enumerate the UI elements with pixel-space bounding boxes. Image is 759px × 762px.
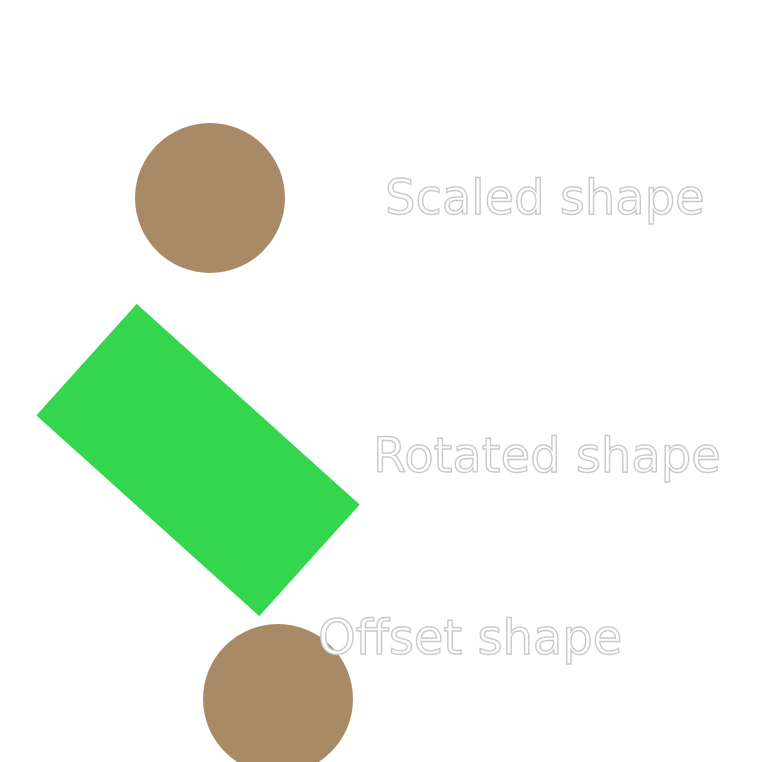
scaled-shape-label: Scaled shape bbox=[384, 170, 705, 226]
offset-circle-shape bbox=[203, 624, 353, 762]
offset-shape-label: Offset shape bbox=[317, 610, 623, 666]
rotated-rectangle-shape bbox=[36, 303, 360, 617]
rotated-shape-label: Rotated shape bbox=[372, 428, 721, 484]
scaled-circle-shape bbox=[135, 123, 285, 273]
